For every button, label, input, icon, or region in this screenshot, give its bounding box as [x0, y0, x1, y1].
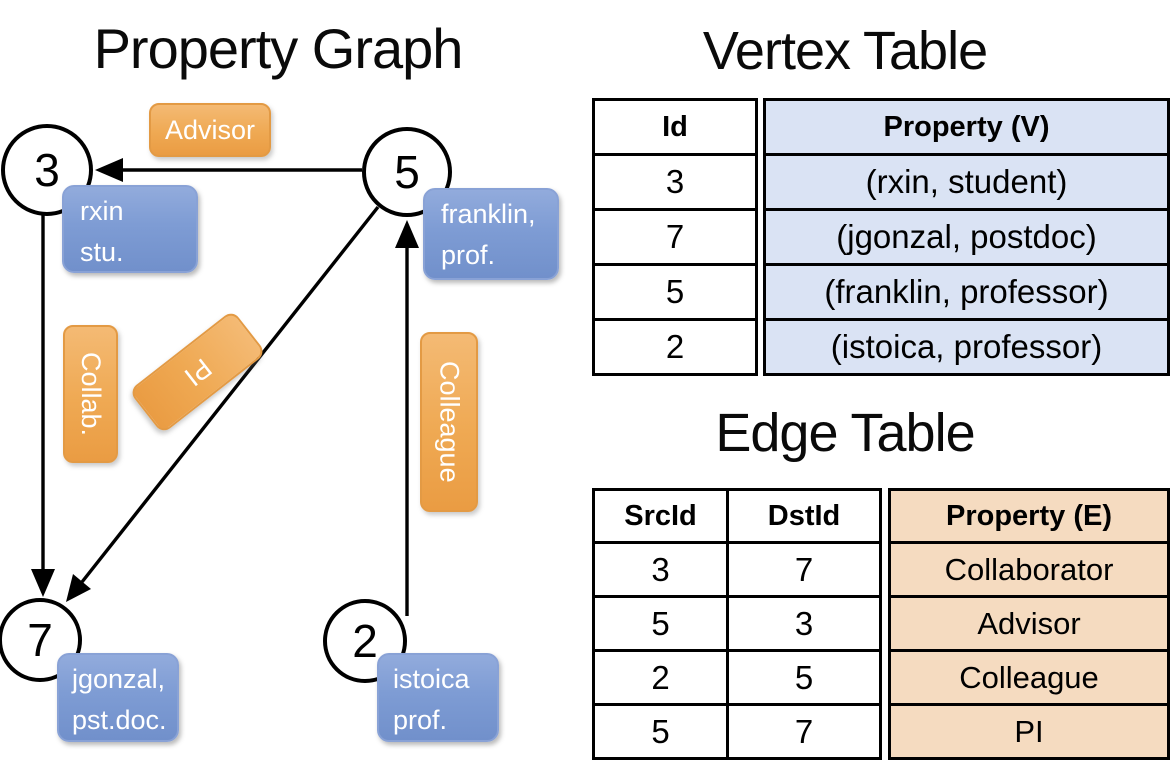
- edge-row-0-property: Collaborator: [891, 541, 1167, 595]
- vertex-row-0-id: 3: [595, 153, 755, 208]
- vertex-prop-line1: franklin,: [441, 199, 536, 229]
- edge-row-3-src: 5: [651, 712, 670, 750]
- vertex-prop-box-rxin: rxin stu.: [62, 185, 198, 273]
- graph-edges-layer: [31, 158, 419, 616]
- vertex-row-1-property: (jgonzal, postdoc): [766, 208, 1167, 263]
- edge-row-3-dst: 7: [726, 706, 879, 757]
- vertex-property-header: Property (V): [766, 101, 1167, 153]
- vertex-prop-box-franklin: franklin, prof.: [423, 188, 559, 280]
- edge-arrowhead-3-7: [31, 569, 55, 597]
- edge-row-2-property: Colleague: [891, 649, 1167, 703]
- property-graph-title: Property Graph: [93, 17, 464, 80]
- edge-row-0-dst: 7: [726, 544, 879, 595]
- vertex-prop-box-istoica: istoica prof.: [377, 653, 499, 742]
- edge-row-3-property: PI: [891, 703, 1167, 757]
- edge-table: SrcId DstId 3 7 5 3 2 5: [592, 488, 1170, 760]
- graph-node-2: 2: [323, 599, 407, 683]
- edge-row-1-dst: 3: [726, 598, 879, 649]
- node-2-id: 2: [352, 615, 378, 667]
- edge-table-property-column: Property (E) Collaborator Advisor Collea…: [888, 488, 1170, 760]
- edge-table-title: Edge Table: [715, 403, 975, 463]
- edge-property-header: Property (E): [891, 491, 1167, 541]
- vertex-prop-line2: pst.doc.: [72, 705, 167, 735]
- edge-arrowhead-2-5: [395, 220, 419, 248]
- vertex-table-id-column: Id 3 7 5 2: [592, 98, 758, 376]
- vertex-prop-box-jgonzal: jgonzal, pst.doc.: [57, 653, 179, 742]
- vertex-table-property-column: Property (V) (rxin, student) (jgonzal, p…: [763, 98, 1170, 376]
- vertex-row-2-property: (franklin, professor): [766, 263, 1167, 318]
- edge-row-2-dst: 5: [726, 652, 879, 703]
- edge-srcid-header: SrcId: [624, 499, 697, 532]
- edge-dstid-header: DstId: [726, 491, 879, 541]
- edge-row-1-property: Advisor: [891, 595, 1167, 649]
- vertex-id-header: Id: [662, 110, 688, 143]
- vertex-prop-line1: jgonzal,: [72, 664, 166, 694]
- vertex-prop-line2: prof.: [441, 240, 496, 270]
- vertex-row-3-property: (istoica, professor): [766, 318, 1167, 373]
- edge-row-1-src: 5: [651, 604, 670, 642]
- edge-table-ids-columns: SrcId DstId 3 7 5 3 2 5: [592, 488, 882, 760]
- node-5-id: 5: [394, 146, 420, 198]
- vertex-row-0-property: (rxin, student): [766, 153, 1167, 208]
- edge-row-0-src: 3: [651, 550, 670, 588]
- edge-arrowhead-5-3: [95, 158, 123, 182]
- edge-label-collab: Collab.: [63, 325, 118, 463]
- node-3-id: 3: [34, 144, 60, 196]
- vertex-table-title: Vertex Table: [702, 21, 988, 81]
- edge-row-2-src: 2: [651, 658, 670, 696]
- vertex-prop-line1: rxin: [80, 196, 124, 226]
- node-7-id: 7: [27, 614, 53, 666]
- edge-label-colleague: Colleague: [420, 332, 478, 512]
- vertex-prop-line2: stu.: [80, 237, 124, 267]
- vertex-row-1-id: 7: [595, 208, 755, 263]
- vertex-row-3-id: 2: [595, 318, 755, 373]
- edge-label-advisor: Advisor: [149, 103, 271, 157]
- vertex-row-2-id: 5: [595, 263, 755, 318]
- edge-arrowhead-5-7: [66, 574, 91, 602]
- edge-line-5-7: [80, 205, 380, 584]
- vertex-prop-line1: istoica: [393, 664, 470, 694]
- vertex-table: Id 3 7 5 2 Property (V) (rxin, student) …: [592, 98, 1170, 376]
- vertex-prop-line2: prof.: [393, 705, 448, 735]
